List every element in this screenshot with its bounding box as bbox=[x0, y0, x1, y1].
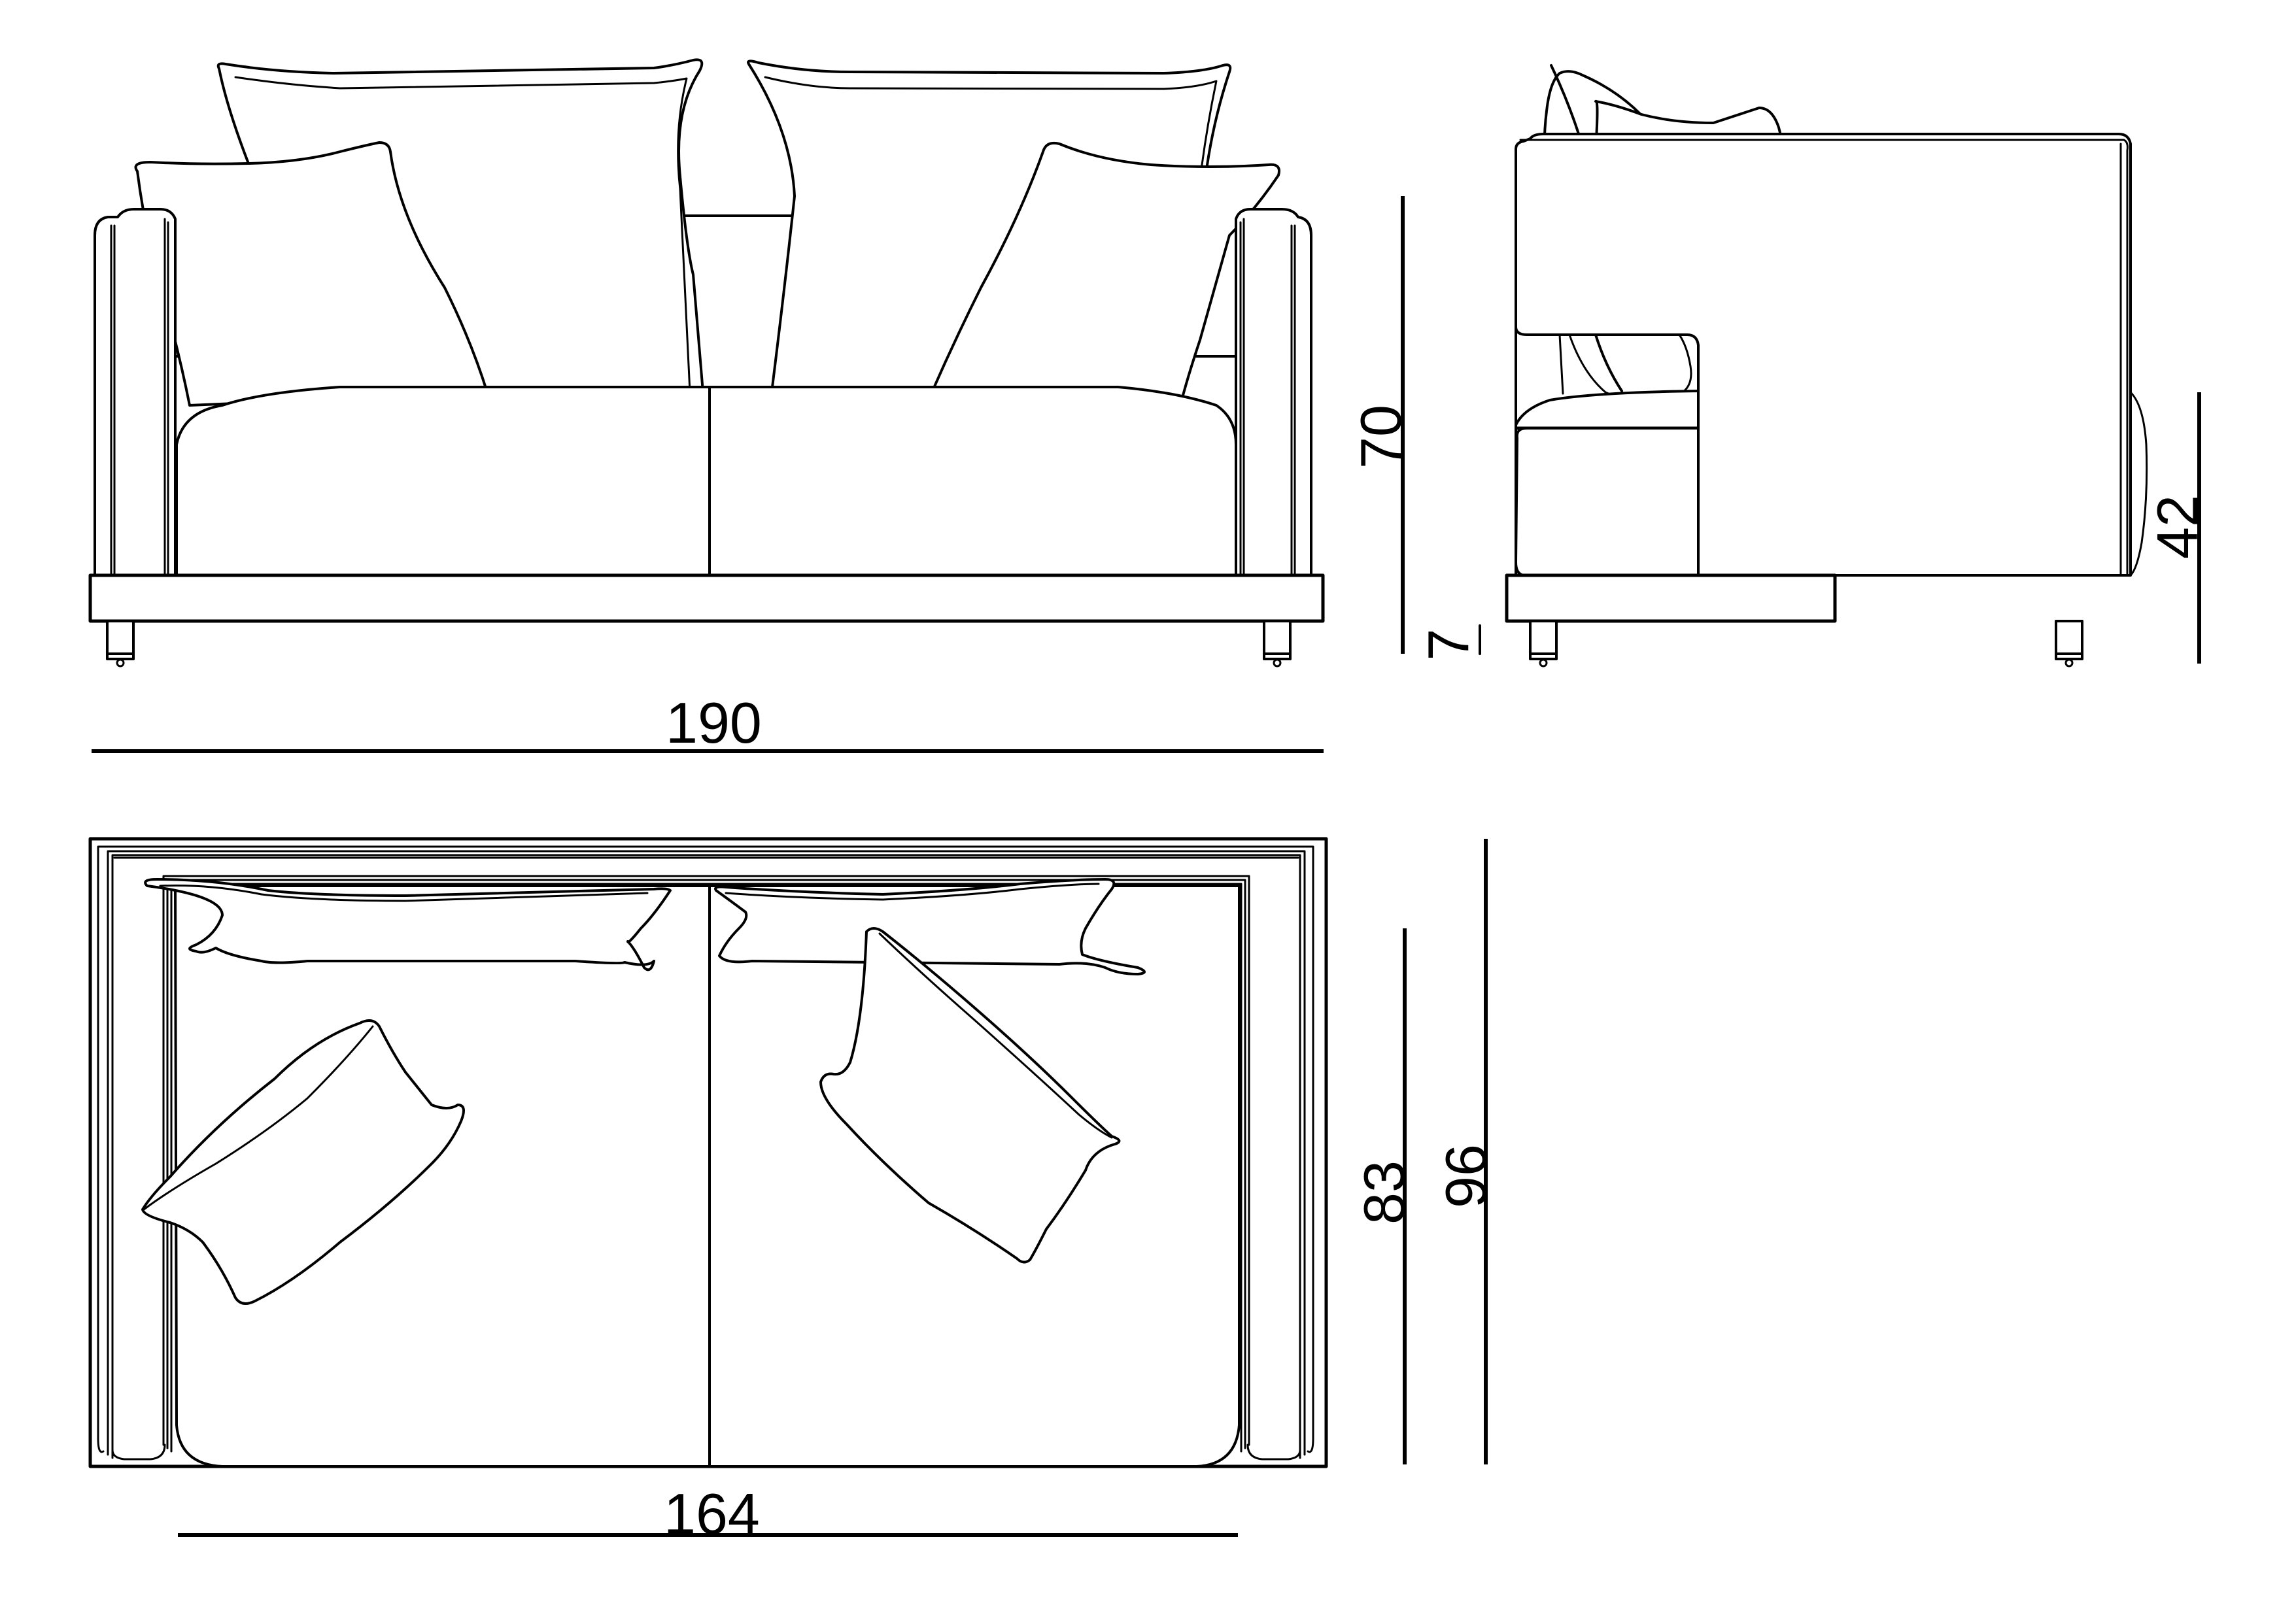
dim-label-depth-96: 96 bbox=[1433, 1144, 1498, 1208]
right-arm bbox=[1235, 208, 1312, 577]
left-seat-cushion bbox=[175, 386, 711, 577]
dim-label-seat-height-42: 42 bbox=[2145, 495, 2210, 559]
plan-right-front-pillow bbox=[819, 927, 1121, 1264]
front-base bbox=[88, 573, 1325, 623]
plan-seat-left bbox=[174, 885, 711, 1468]
side-base bbox=[1505, 573, 1837, 623]
dim-label-leg-7: 7 bbox=[1416, 628, 1481, 661]
plan-right-back-pillow bbox=[714, 878, 1146, 975]
left-arm bbox=[94, 208, 177, 577]
front-view bbox=[88, 58, 1325, 667]
dim-label-width-190: 190 bbox=[666, 690, 762, 755]
dim-label-seat-width-164: 164 bbox=[664, 1481, 760, 1546]
right-front-pillow bbox=[931, 141, 1280, 407]
plan-left-front-pillow bbox=[141, 1019, 465, 1305]
dim-label-seat-depth-83: 83 bbox=[1352, 1160, 1416, 1225]
plan-left-back-pillow bbox=[144, 878, 672, 972]
side-seat-cushion bbox=[1515, 390, 1700, 430]
side-view bbox=[1505, 64, 2148, 667]
plan-view bbox=[88, 837, 1328, 1468]
side-seat-base bbox=[1515, 427, 1700, 577]
right-seat-cushion bbox=[708, 386, 1237, 577]
dim-label-height-70: 70 bbox=[1348, 405, 1413, 469]
